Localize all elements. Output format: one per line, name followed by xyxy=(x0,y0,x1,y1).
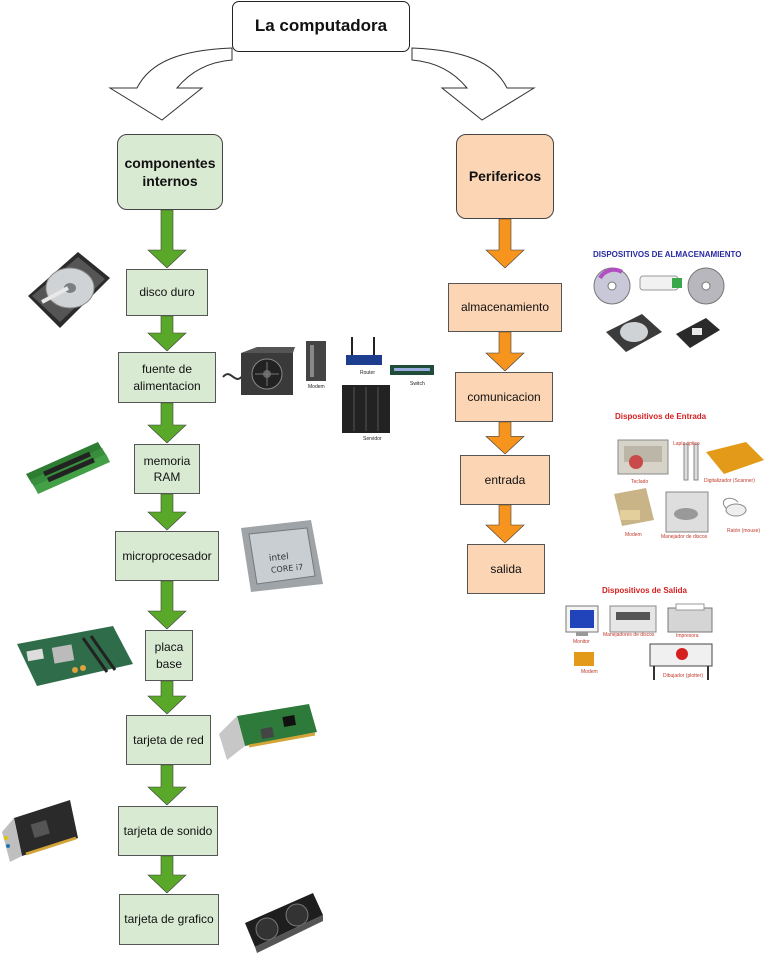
storage-devices-image xyxy=(593,267,725,352)
network-card-image xyxy=(219,704,317,760)
storage-devices-title: DISPOSITIVOS DE ALMACENAMIENTO xyxy=(593,250,742,259)
svg-text:CORE i7: CORE i7 xyxy=(271,562,304,574)
scanner-caption: Digitalizador (Scanner) xyxy=(704,478,755,484)
input-devices-image xyxy=(614,439,764,533)
node-label: fuente de alimentacion xyxy=(133,362,201,393)
orange-arrow-group xyxy=(485,218,525,544)
input-devices-title: Dispositivos de Entrada xyxy=(615,412,707,421)
orange-arrow-4 xyxy=(485,504,525,544)
switch-caption: Switch xyxy=(410,381,425,387)
output-devices-title: Dispositivos de Salida xyxy=(602,586,687,595)
peripherals-header: Perifericos xyxy=(456,134,554,219)
node-tarjeta-red: tarjeta de red xyxy=(126,715,211,765)
node-label: salida xyxy=(490,561,522,576)
node-almacenamiento: almacenamiento xyxy=(448,283,562,332)
node-label: placa base xyxy=(154,640,184,671)
node-disco-duro: disco duro xyxy=(126,269,208,316)
network-devices-image xyxy=(306,337,434,433)
title-box: La computadora xyxy=(232,1,410,52)
node-tarjeta-sonido: tarjeta de sonido xyxy=(118,806,218,856)
green-arrow-4 xyxy=(147,493,187,531)
green-arrow-1 xyxy=(147,209,187,269)
output-modem-caption: Modem xyxy=(581,669,598,675)
green-arrow-5 xyxy=(147,580,187,630)
orange-arrow-2 xyxy=(485,331,525,372)
green-arrow-2 xyxy=(147,315,187,352)
orange-arrow-3 xyxy=(485,421,525,455)
orange-arrow-1 xyxy=(485,218,525,269)
curved-arrow-left xyxy=(108,47,233,121)
modem-caption: Modem xyxy=(308,384,325,390)
node-label: almacenamiento xyxy=(460,300,550,315)
node-label: comunicacion xyxy=(467,389,541,404)
node-label: memoria RAM xyxy=(143,453,191,484)
components-header-label: componentes internos xyxy=(124,154,216,189)
node-tarjeta-grafico: tarjeta de grafico xyxy=(119,894,219,945)
green-arrow-7 xyxy=(147,764,187,806)
mouse-caption: Ratón (mouse) xyxy=(727,528,761,534)
cpu-image: intel CORE i7 xyxy=(241,520,323,592)
diagram-title: La computadora xyxy=(254,16,388,36)
green-arrow-3 xyxy=(147,402,187,444)
plotter-caption: Dibujador (plotter) xyxy=(663,673,704,679)
node-microprocesador: microprocesador xyxy=(115,531,219,581)
node-fuente-alimentacion: fuente de alimentacion xyxy=(118,352,216,403)
node-memoria-ram: memoria RAM xyxy=(134,444,200,494)
components-header: componentes internos xyxy=(117,134,223,210)
sound-card-image xyxy=(2,800,78,862)
green-arrow-group xyxy=(147,209,187,894)
disk-drive-caption: Manejador de discos xyxy=(661,534,708,540)
node-entrada: entrada xyxy=(460,455,550,505)
peripherals-header-label: Perifericos xyxy=(468,168,542,185)
green-arrow-8 xyxy=(147,855,187,894)
curved-arrow-right xyxy=(411,47,536,121)
modem-shape xyxy=(306,341,326,381)
node-label: tarjeta de red xyxy=(133,732,204,747)
input-modem-caption: Modem xyxy=(625,532,642,538)
server-caption: Servidor xyxy=(363,436,382,442)
motherboard-image xyxy=(17,626,133,686)
graphics-card-image xyxy=(245,893,323,953)
monitor-caption: Monitor xyxy=(573,639,590,645)
node-placa-base: placa base xyxy=(145,630,193,681)
node-label: tarjeta de grafico xyxy=(124,912,214,927)
node-label: disco duro xyxy=(139,285,195,300)
node-label: tarjeta de sonido xyxy=(123,823,213,838)
light-pen-caption: Lapiz óptico xyxy=(673,441,700,447)
keyboard-caption: Teclado xyxy=(631,479,649,485)
hard-drive-image xyxy=(28,252,110,328)
svg-text:intel: intel xyxy=(269,552,290,564)
router-shape xyxy=(346,355,382,365)
node-salida: salida xyxy=(467,544,545,594)
green-arrow-6 xyxy=(147,680,187,715)
ram-modules-image xyxy=(26,442,110,494)
node-comunicacion: comunicacion xyxy=(455,372,553,422)
router-caption: Router xyxy=(360,370,376,376)
output-devices-image xyxy=(565,603,713,680)
printer-caption: Impresora xyxy=(676,633,699,639)
disk-drives-caption: Manejadores de discos xyxy=(603,632,655,638)
power-supply-image xyxy=(222,347,295,395)
node-label: microprocesador xyxy=(122,548,212,563)
node-label: entrada xyxy=(484,472,526,487)
